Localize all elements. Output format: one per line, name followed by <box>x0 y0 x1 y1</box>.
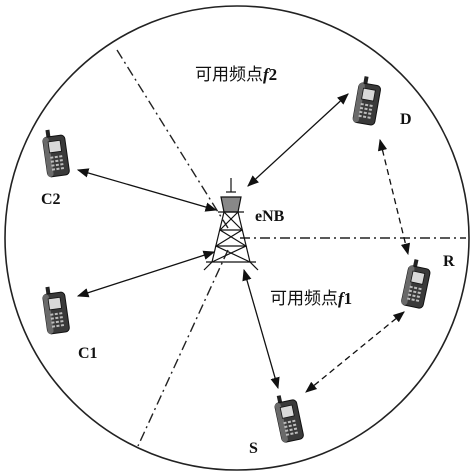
frequency-label-f1: 可用频点f1 <box>270 289 352 309</box>
label-d: D <box>400 111 412 128</box>
cell-boundary <box>4 5 470 471</box>
link-r-s <box>305 311 405 393</box>
phone-c1-icon <box>40 284 71 335</box>
label-c2: C2 <box>41 191 61 208</box>
phone-r-icon <box>400 257 433 310</box>
link-enb-s <box>242 268 280 390</box>
link-d-r <box>377 138 411 256</box>
base-station-tower-icon <box>203 178 259 271</box>
sector-line-lower <box>137 249 229 447</box>
label-r: R <box>443 253 455 270</box>
link-enb-c2 <box>76 168 218 212</box>
link-enb-c1 <box>76 250 216 298</box>
label-c1: C1 <box>78 345 98 362</box>
frequency-label-f2: 可用频点f2 <box>195 65 277 85</box>
phone-s-icon <box>272 391 305 444</box>
label-s: S <box>249 440 258 457</box>
phone-d-icon <box>352 74 383 127</box>
label-enb: eNB <box>255 208 285 225</box>
link-enb-d <box>247 93 349 187</box>
phone-c2-icon <box>40 127 71 178</box>
